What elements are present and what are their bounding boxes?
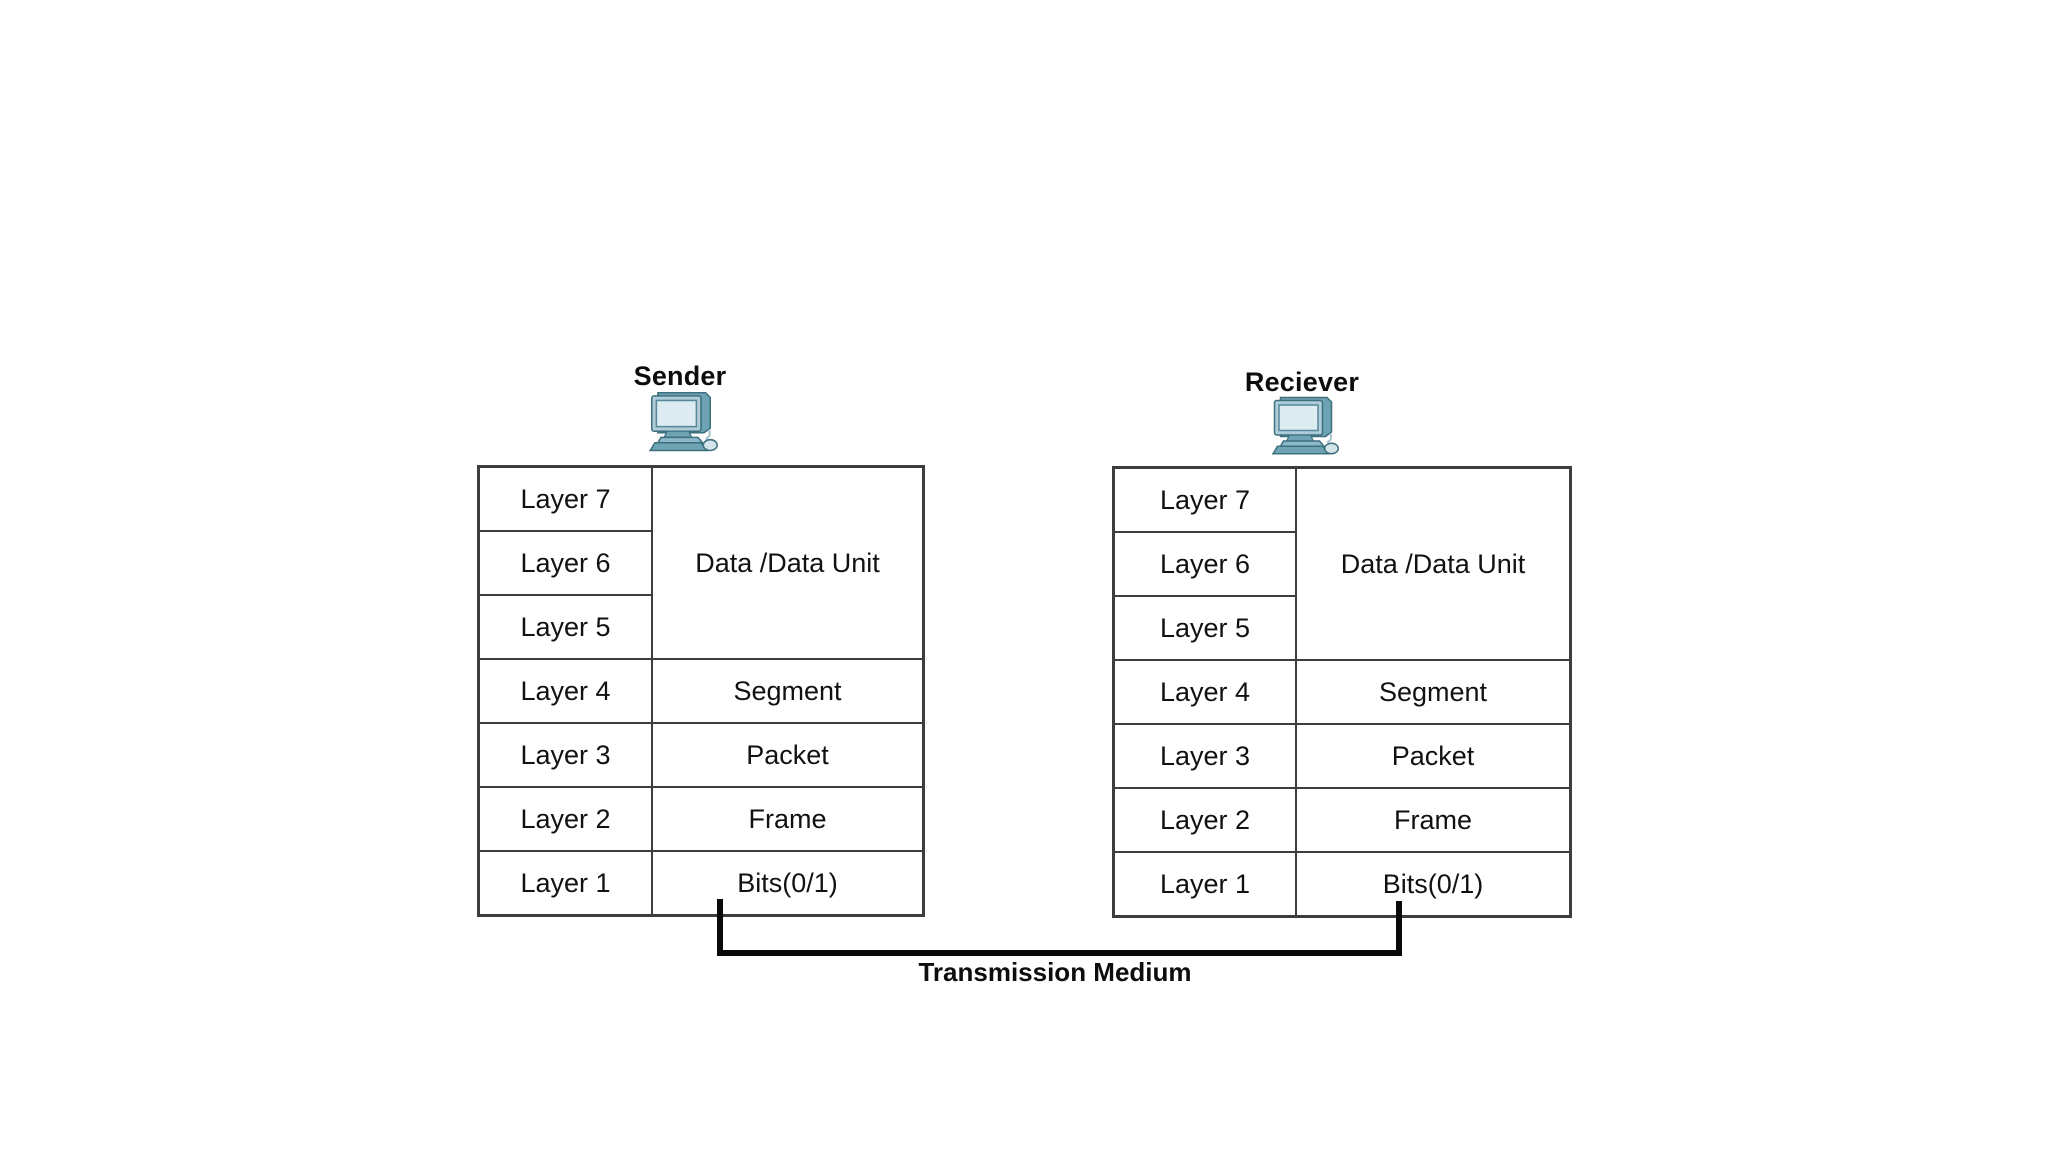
layer-label-cell: Layer 7 [477,465,653,532]
table-row: Layer 5 [477,594,924,660]
table-row: Layer 7 Data /Data Unit [477,465,925,660]
transmission-medium-label: Transmission Medium [918,957,1192,987]
layer-label-cell: Layer 6 [477,530,653,596]
connector-line-horizontal [717,950,1402,956]
data-unit-cell: Segment [651,658,925,724]
layer-label-cell: Layer 4 [477,658,653,724]
sender-title: Sender [633,361,727,391]
receiver-osi-table: Layer 7 Data /Data Unit Layer 6 Layer 5 … [1112,466,1572,918]
data-unit-cell: Packet [1295,723,1572,789]
table-row: Layer 1 Bits(0/1) [477,850,925,917]
table-row: Layer 4 Segment [477,658,925,724]
layer-label-cell: Layer 2 [1112,787,1297,853]
layer-label-cell: Layer 5 [477,594,653,660]
sender-osi-table: Layer 7 Data /Data Unit Layer 6 Layer 5 … [477,465,925,917]
layer-label-cell: Layer 4 [1112,659,1297,725]
data-unit-cell: Data /Data Unit [1295,466,1572,661]
layer-label-cell: Layer 3 [1112,723,1297,789]
layer-label-cell: Layer 6 [1112,531,1297,597]
layer-label-cell: Layer 7 [1112,466,1297,533]
receiver-title: Reciever [1244,367,1360,397]
layer-label-cell: Layer 1 [1112,851,1297,918]
layer-label-cell: Layer 3 [477,722,653,788]
connector-line-sender-drop [717,899,723,956]
table-row: Layer 6 [477,530,924,596]
layer-label-cell: Layer 5 [1112,595,1297,661]
data-unit-cell: Frame [651,786,925,852]
layer-label-cell: Layer 1 [477,850,653,917]
table-row: Layer 7 Data /Data Unit [1112,466,1572,661]
table-row: Layer 4 Segment [1112,659,1572,725]
connector-line-receiver-drop [1396,901,1402,956]
data-unit-cell: Data /Data Unit [651,465,925,660]
data-unit-cell: Segment [1295,659,1572,725]
sender-computer-icon [648,392,718,452]
table-row: Layer 3 Packet [1112,723,1572,789]
table-row: Layer 3 Packet [477,722,925,788]
table-row: Layer 2 Frame [1112,787,1572,853]
receiver-computer-icon [1271,396,1339,455]
data-unit-cell: Frame [1295,787,1572,853]
table-row: Layer 2 Frame [477,786,925,852]
table-row: Layer 5 [1112,595,1571,661]
layer-label-cell: Layer 2 [477,786,653,852]
table-row: Layer 1 Bits(0/1) [1112,851,1572,918]
data-unit-cell: Packet [651,722,925,788]
table-row: Layer 6 [1112,531,1571,597]
data-unit-cell: Bits(0/1) [651,850,925,917]
data-unit-cell: Bits(0/1) [1295,851,1572,918]
